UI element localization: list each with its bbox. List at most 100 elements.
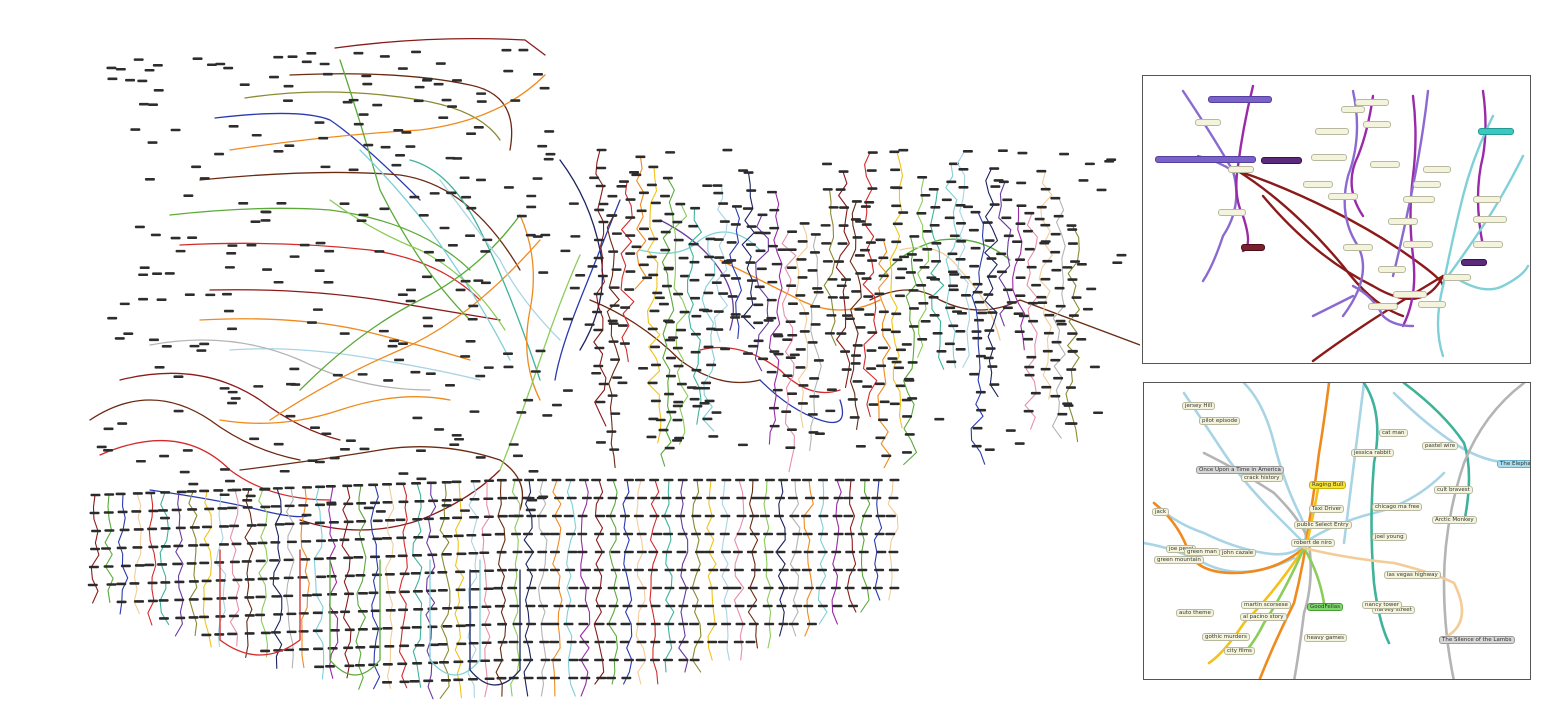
station-marker — [260, 505, 271, 509]
station-marker — [480, 250, 491, 253]
station-marker — [764, 622, 775, 626]
station-marker — [470, 569, 481, 573]
station-marker — [617, 324, 628, 327]
station-marker — [689, 260, 700, 264]
station-marker — [835, 188, 846, 191]
station-marker — [385, 609, 396, 612]
detail-line — [1242, 546, 1306, 655]
station-marker — [353, 51, 364, 55]
station-marker — [568, 202, 579, 205]
detail-top-station-label — [1343, 244, 1373, 251]
station-marker — [157, 563, 168, 566]
station-marker — [343, 502, 354, 506]
station-marker — [929, 313, 940, 317]
station-marker — [852, 344, 863, 347]
station-marker — [713, 310, 724, 313]
station-marker — [605, 640, 616, 644]
network-line — [903, 235, 918, 466]
station-marker — [493, 658, 504, 662]
station-marker — [618, 180, 629, 183]
station-marker — [838, 170, 849, 173]
station-marker — [949, 234, 960, 238]
station-marker — [830, 586, 841, 590]
station-marker — [397, 67, 408, 70]
station-marker — [984, 239, 995, 242]
station-marker — [689, 586, 700, 590]
station-marker — [890, 186, 901, 189]
detail-top-station-label — [1341, 106, 1365, 113]
station-marker — [466, 132, 477, 136]
station-marker — [769, 208, 780, 212]
station-marker — [593, 238, 604, 242]
station-marker — [623, 550, 634, 554]
station-marker — [148, 338, 159, 342]
detail-line — [1446, 154, 1525, 278]
detail-bottom-station-label: john cazale — [1219, 549, 1257, 557]
network-line — [355, 484, 367, 690]
station-marker — [526, 568, 537, 572]
station-marker — [718, 640, 729, 644]
station-marker — [905, 271, 916, 274]
network-line — [635, 479, 647, 685]
station-marker — [262, 268, 273, 271]
station-marker — [1053, 214, 1064, 218]
station-marker — [901, 451, 912, 454]
station-marker — [539, 640, 550, 644]
station-marker — [188, 598, 199, 601]
station-marker — [916, 284, 927, 287]
station-marker — [975, 390, 986, 394]
station-marker — [826, 314, 837, 317]
station-marker — [170, 128, 181, 132]
station-marker — [861, 277, 872, 280]
station-marker — [787, 392, 798, 396]
station-marker — [776, 532, 787, 536]
station-marker — [801, 514, 812, 518]
station-marker — [787, 333, 798, 337]
station-marker — [648, 550, 659, 554]
station-marker — [648, 237, 659, 241]
station-marker — [321, 432, 332, 436]
station-marker — [587, 265, 598, 268]
station-marker — [549, 622, 560, 626]
station-marker — [107, 77, 118, 81]
network-line — [678, 479, 689, 673]
station-marker — [634, 478, 645, 482]
station-marker — [845, 550, 856, 554]
station-marker — [594, 346, 605, 350]
station-marker — [969, 372, 980, 376]
station-marker — [148, 545, 159, 549]
station-marker — [665, 604, 676, 608]
detail-line — [1341, 89, 1365, 318]
station-marker — [798, 384, 809, 387]
station-marker — [189, 344, 200, 348]
station-marker — [901, 343, 912, 346]
station-marker — [1023, 337, 1034, 341]
station-marker — [817, 550, 828, 554]
station-marker — [153, 89, 164, 92]
detail-bottom-station-label: chicago ma free — [1372, 503, 1423, 511]
station-marker — [1055, 319, 1066, 323]
station-marker — [832, 604, 843, 608]
detail-line — [1235, 84, 1255, 253]
station-marker — [887, 357, 898, 360]
station-marker — [611, 232, 622, 235]
station-marker — [532, 177, 543, 180]
station-marker — [661, 496, 672, 500]
station-marker — [985, 347, 996, 350]
station-marker — [838, 224, 849, 227]
station-marker — [255, 595, 266, 599]
network-line — [877, 239, 891, 469]
network-line — [89, 399, 301, 461]
station-marker — [438, 116, 449, 119]
station-marker — [301, 540, 312, 543]
station-marker — [891, 204, 902, 208]
station-marker — [607, 394, 618, 397]
station-marker — [244, 578, 255, 581]
detail-top-station-label — [1473, 196, 1501, 203]
station-marker — [633, 568, 644, 572]
station-marker — [475, 178, 486, 182]
station-marker — [511, 532, 522, 536]
station-marker — [310, 426, 321, 430]
station-marker — [473, 279, 484, 282]
station-marker — [104, 493, 115, 496]
